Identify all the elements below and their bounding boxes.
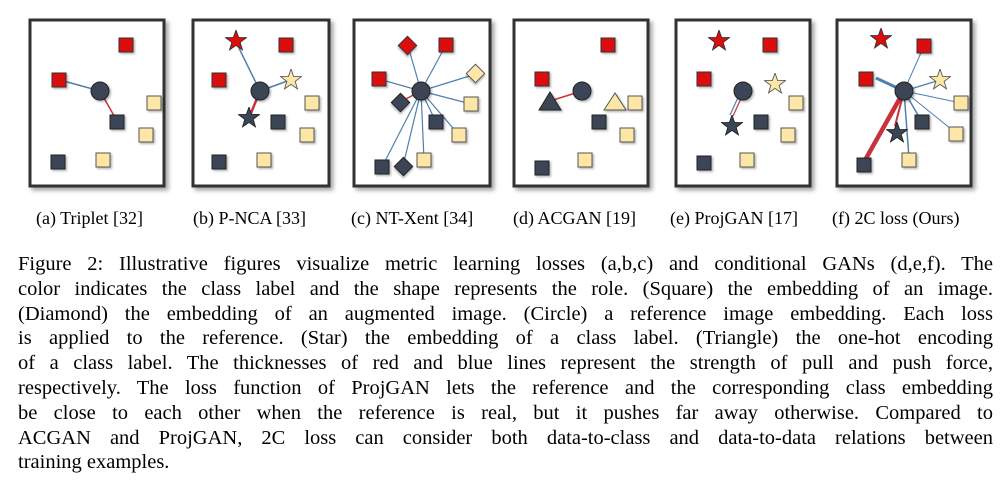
square-yellow <box>953 95 969 111</box>
push-line <box>381 90 422 168</box>
subcaption-a: (a) Triplet [32] <box>36 208 143 228</box>
square-red <box>51 72 67 88</box>
panel-d-diagram <box>534 37 643 176</box>
triangle-dark <box>538 91 562 111</box>
square-dark <box>211 154 227 170</box>
reference-circle <box>250 81 270 101</box>
square-red <box>916 38 932 54</box>
figure-panels <box>28 18 973 188</box>
reference-circle <box>894 81 914 101</box>
square-red <box>438 37 454 53</box>
subcaption-f: (f) 2C loss (Ours) <box>832 208 960 228</box>
square-yellow <box>627 95 643 111</box>
caption-line: is applied to the reference. (Star) the … <box>18 327 993 350</box>
caption-line: color indicates the class label and the … <box>18 277 993 300</box>
square-red <box>600 37 616 53</box>
square-yellow <box>146 95 162 111</box>
caption-line: ACGAN and ProjGAN, 2C loss can consider … <box>18 426 993 449</box>
push-line <box>420 73 477 92</box>
caption-line: of a class label. The thicknesses of red… <box>18 352 993 375</box>
panel-e-diagram <box>696 30 804 171</box>
square-yellow <box>780 127 796 143</box>
square-red <box>696 71 712 87</box>
square-yellow <box>901 152 917 168</box>
square-dark <box>109 114 125 130</box>
square-yellow <box>416 152 432 168</box>
square-red <box>762 37 778 53</box>
square-yellow <box>463 96 479 112</box>
panel-b-diagram <box>211 30 320 170</box>
push-line <box>420 90 425 161</box>
square-dark <box>591 114 607 130</box>
push-line <box>402 90 422 167</box>
square-red <box>858 71 874 87</box>
reference-circle <box>572 81 592 101</box>
subfigure-captions: (a) Triplet [32] (b) P-NCA [33] (c) NT-X… <box>0 208 1002 234</box>
square-yellow <box>138 127 154 143</box>
square-dark <box>753 114 769 130</box>
square-red <box>211 72 227 88</box>
panel-a-diagram <box>50 37 162 170</box>
square-dark <box>428 114 444 130</box>
diamond-dark <box>393 156 414 177</box>
square-red <box>278 37 294 53</box>
figure-caption: Figure 2: Illustrative figures visualize… <box>18 252 993 475</box>
square-yellow <box>577 152 593 168</box>
panel-c-diagram <box>371 35 486 177</box>
push-line <box>903 90 910 159</box>
reference-circle <box>90 81 110 101</box>
square-yellow <box>739 152 755 168</box>
square-yellow <box>619 127 635 143</box>
square-yellow <box>256 152 272 168</box>
square-dark <box>696 155 712 171</box>
square-dark <box>374 159 390 175</box>
square-dark <box>856 157 872 173</box>
caption-line: (Diamond) the embedding of an augmented … <box>18 302 993 325</box>
caption-line: be close to each other when the referenc… <box>18 401 993 424</box>
square-dark <box>50 154 66 170</box>
reference-circle <box>733 81 753 101</box>
triangle-yellow <box>603 92 627 111</box>
subcaption-b: (b) P-NCA [33] <box>193 208 306 228</box>
subcaption-d: (d) ACGAN [19] <box>513 208 636 228</box>
square-dark <box>270 114 286 130</box>
subcaption-c: (c) NT-Xent [34] <box>351 208 474 228</box>
diamond-red <box>397 35 418 56</box>
push-line <box>903 90 962 104</box>
panel-f-diagram <box>856 28 969 173</box>
square-dark <box>914 114 930 130</box>
square-yellow <box>304 95 320 111</box>
square-yellow <box>299 127 315 143</box>
reference-circle <box>411 81 431 101</box>
square-red <box>371 71 387 87</box>
caption-line: Figure 2: Illustrative figures visualize… <box>18 253 993 275</box>
square-red <box>534 71 550 87</box>
square-red <box>118 37 134 53</box>
square-yellow <box>948 126 964 142</box>
panel-frames <box>28 18 973 188</box>
caption-line: training examples. <box>18 451 170 474</box>
diamond-yellow <box>465 63 486 84</box>
square-dark <box>534 160 550 176</box>
square-yellow <box>95 152 111 168</box>
square-yellow <box>788 95 804 111</box>
push-line <box>903 90 957 134</box>
subcaption-e: (e) ProjGAN [17] <box>670 208 798 228</box>
diamond-dark <box>390 92 411 113</box>
pull-line <box>862 89 906 164</box>
square-yellow <box>451 127 467 143</box>
caption-line: respectively. The loss function of ProjG… <box>18 376 993 399</box>
